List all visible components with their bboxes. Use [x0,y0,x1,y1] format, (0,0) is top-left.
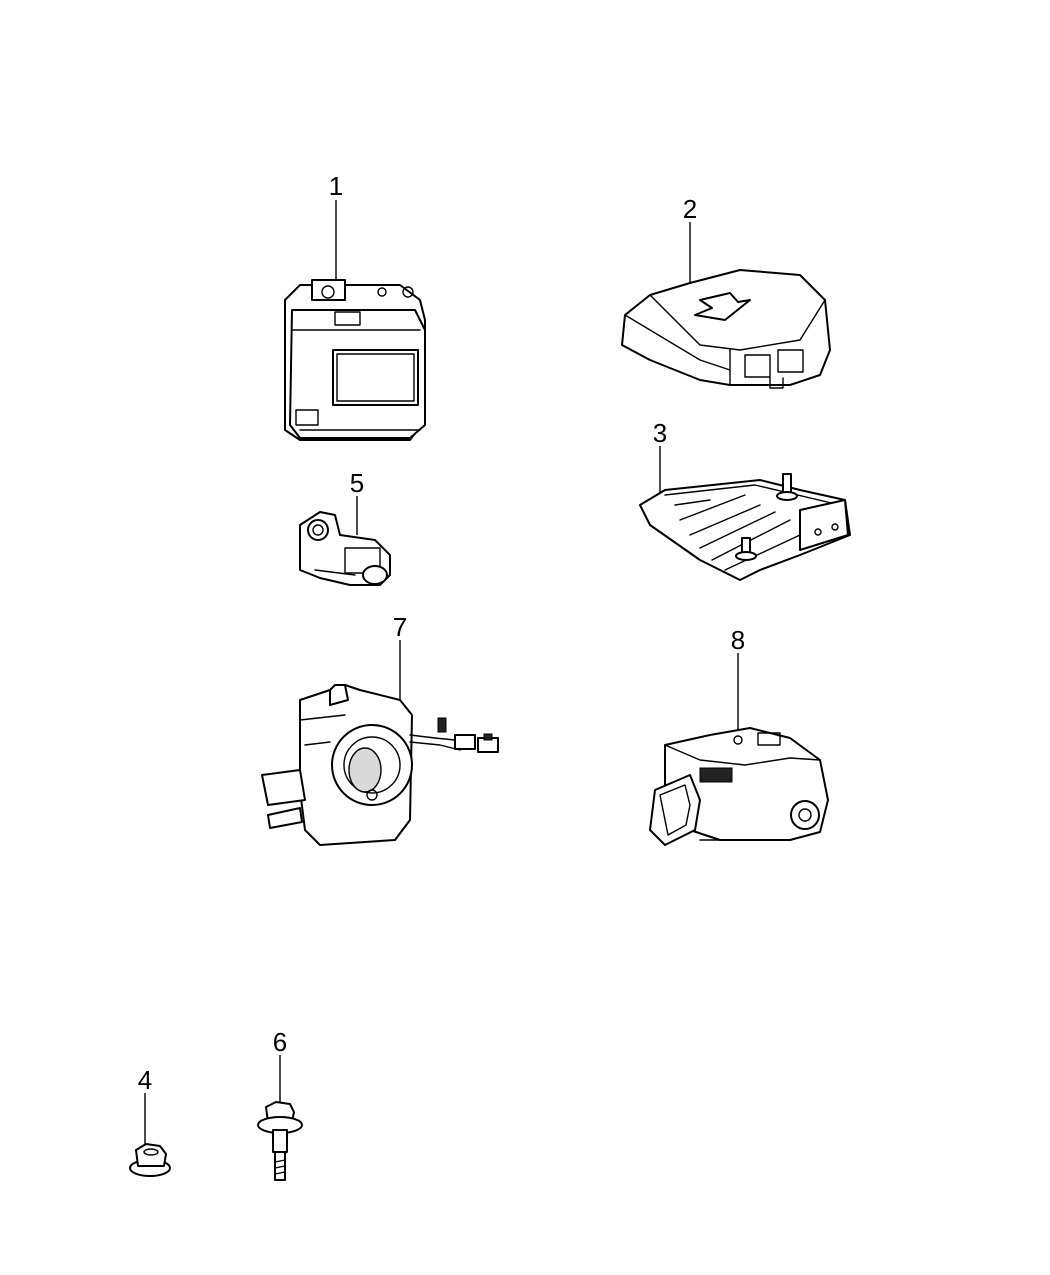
callout-5: 5 [350,468,364,498]
callout-2: 2 [683,194,697,224]
part-3-bracket-plate: 3 [639,418,851,581]
callout-8: 8 [731,625,745,655]
part-5-impact-sensor: 5 [299,468,391,586]
part-1-control-module: 1 [284,171,426,441]
part-8-sensor-module: 8 [649,625,829,846]
part-7-clockspring: 7 [261,612,499,846]
callout-3: 3 [653,418,667,448]
callout-7: 7 [393,612,407,642]
callout-4: 4 [138,1065,152,1095]
part-6-flange-bolt: 6 [257,1027,303,1181]
callout-1: 1 [329,171,343,201]
callout-6: 6 [273,1027,287,1057]
part-4-flange-nut: 4 [129,1065,171,1177]
part-2-airbag-cover: 2 [621,194,831,389]
